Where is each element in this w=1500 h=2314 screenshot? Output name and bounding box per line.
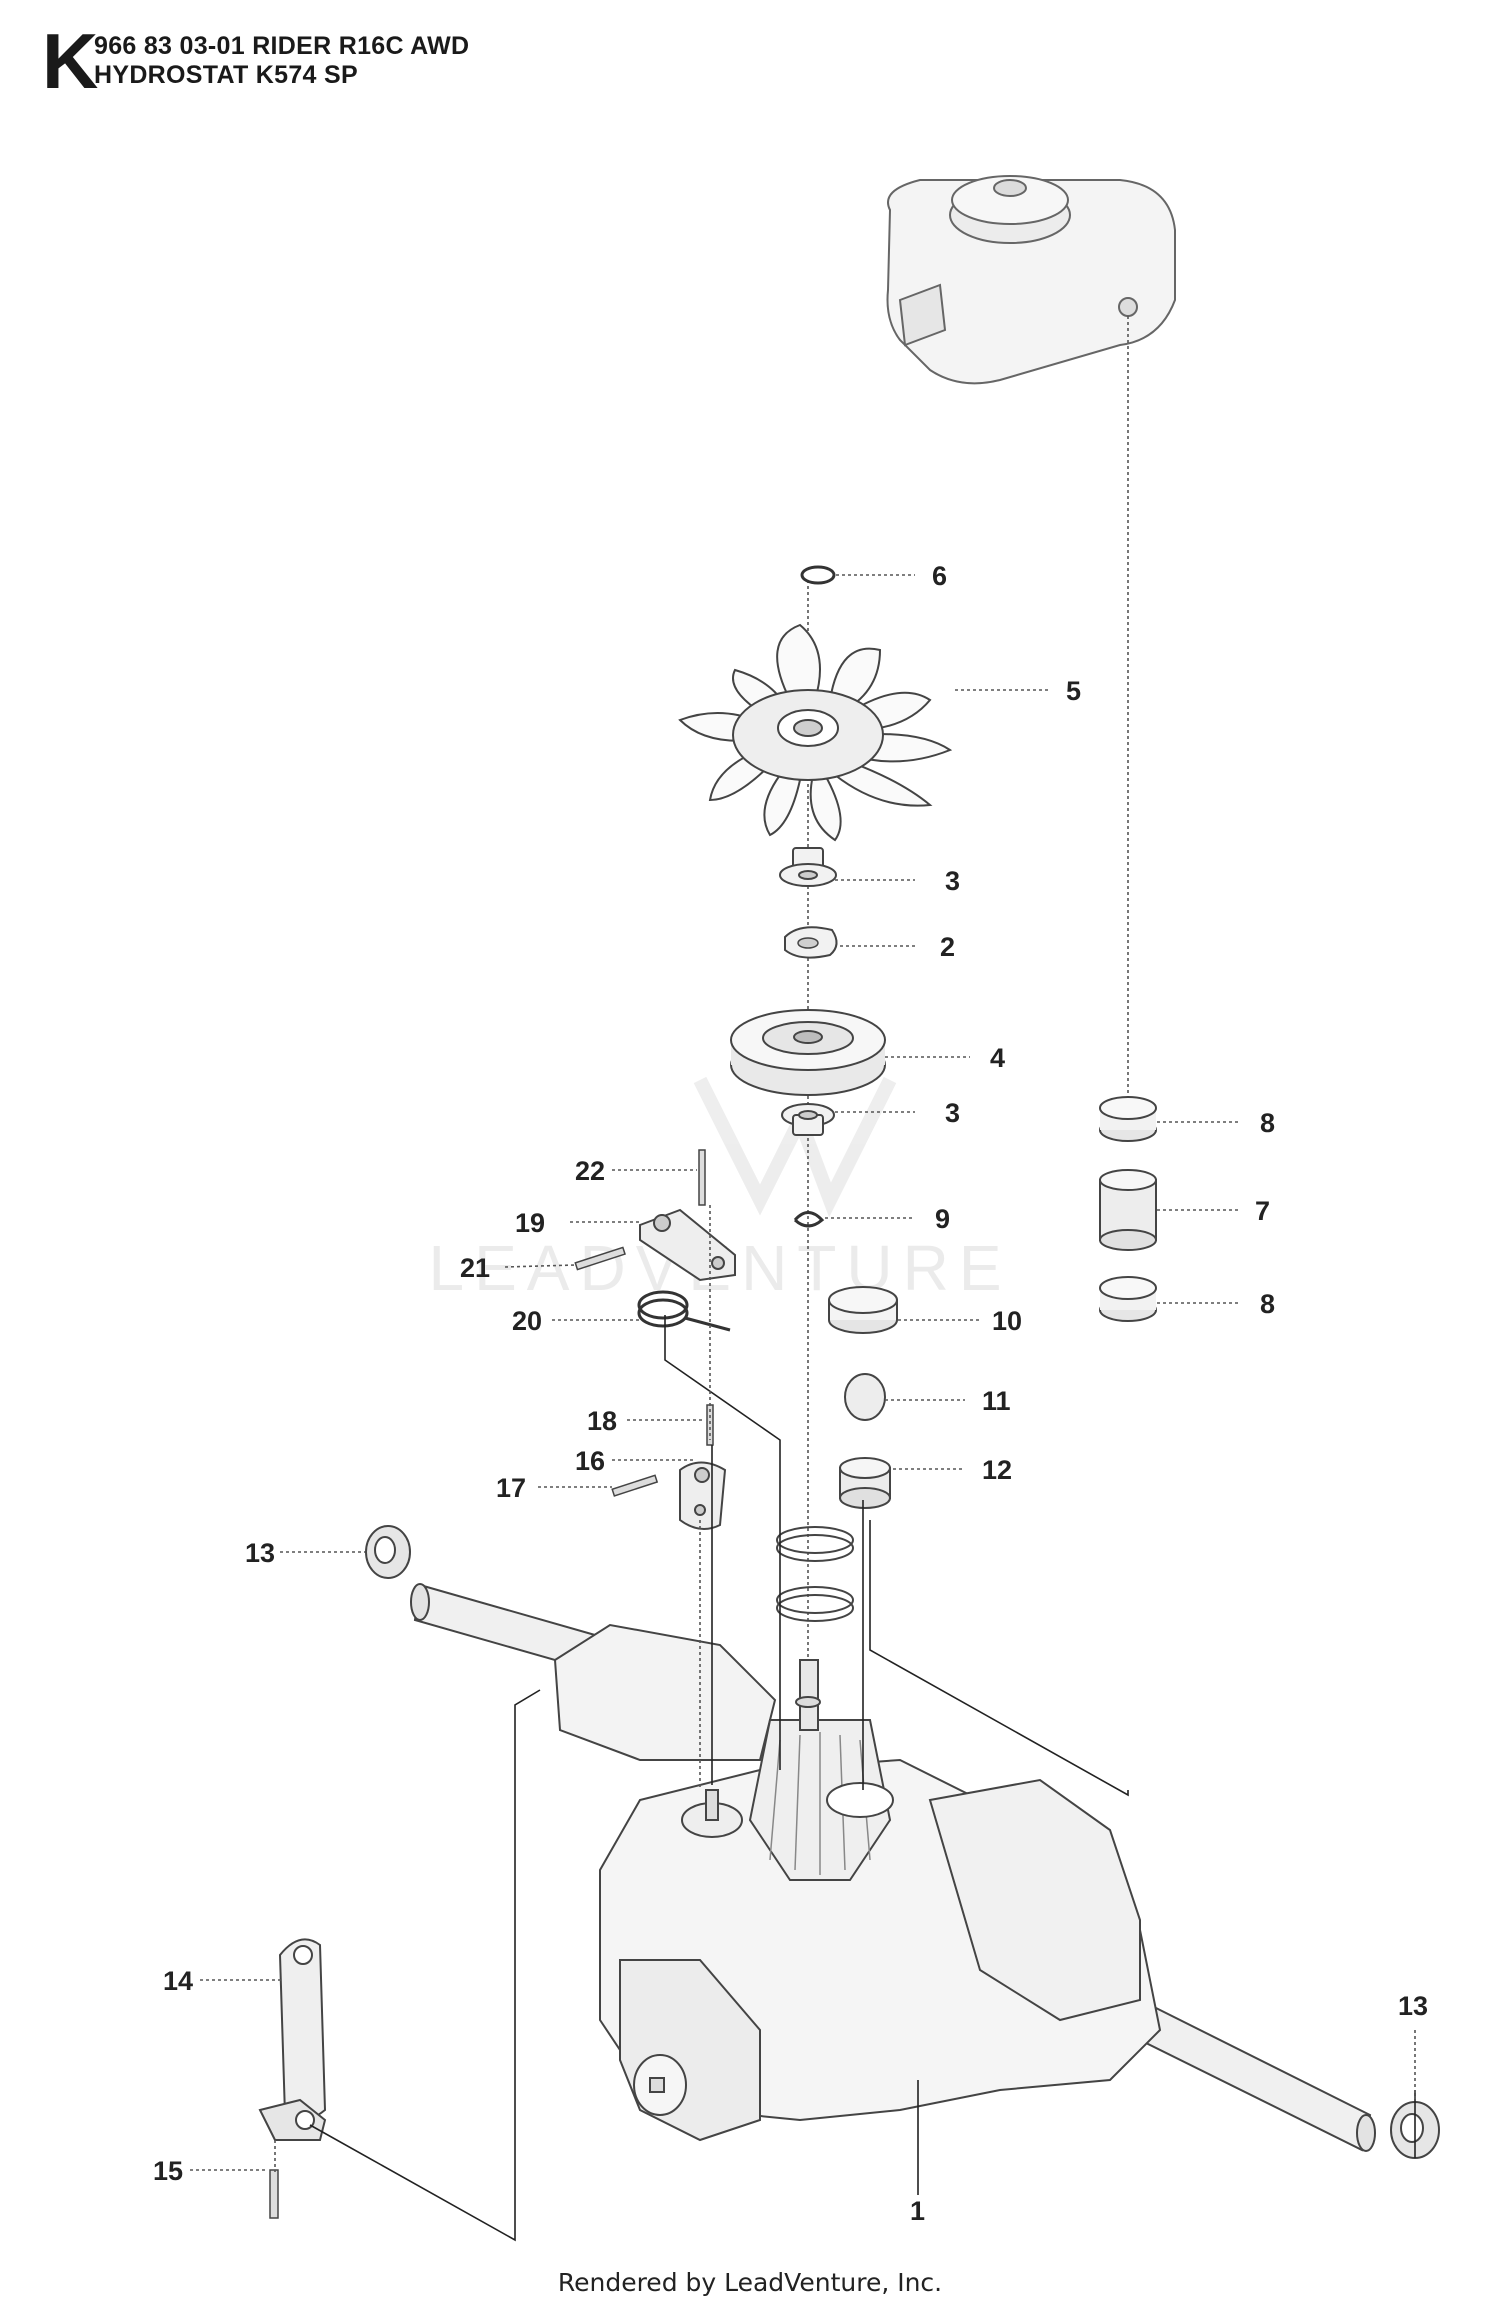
- callout-11: 11: [982, 1386, 1011, 1416]
- callout-10: 10: [992, 1306, 1022, 1336]
- part-9-e-clip: [793, 1211, 825, 1228]
- model-title: 966 83 03-01 RIDER R16C AWD: [94, 32, 470, 60]
- callout-16: 16: [575, 1446, 605, 1476]
- callout-13-left: 13: [245, 1538, 275, 1568]
- callout-8-lower: 8: [1260, 1289, 1275, 1319]
- leader-lines: [190, 574, 1416, 2171]
- callout-17: 17: [496, 1473, 526, 1503]
- callout-6: 6: [932, 561, 947, 591]
- callout-9: 9: [935, 1204, 950, 1234]
- callout-18: 18: [587, 1406, 617, 1436]
- callout-7: 7: [1255, 1196, 1270, 1226]
- part-17-pin: [611, 1474, 659, 1497]
- footer-credit: Rendered by LeadVenture, Inc.: [557, 2268, 943, 2297]
- part-14-control-arm: [258, 1938, 327, 2141]
- callout-3-lower: 3: [945, 1098, 960, 1128]
- callout-19: 19: [515, 1208, 545, 1238]
- callout-4: 4: [990, 1043, 1005, 1073]
- assembly-guide-lines: [309, 1315, 1416, 2242]
- callout-14: 14: [163, 1966, 193, 1996]
- part-5-cooling-fan: [678, 623, 953, 842]
- part-20-spring: [637, 1290, 731, 1332]
- callout-20: 20: [512, 1306, 542, 1336]
- callout-3-upper: 3: [945, 866, 960, 896]
- part-7-hose-sleeve: [1099, 1169, 1157, 1251]
- part-3-nut-upper: [779, 847, 837, 887]
- oil-reservoir: [886, 175, 1176, 385]
- assembly-dashed-lines: [274, 1205, 711, 2172]
- callout-15: 15: [153, 2156, 183, 2186]
- callout-21: 21: [460, 1253, 490, 1283]
- part-4-pulley: [730, 1009, 886, 1096]
- part-21-pin: [574, 1246, 626, 1271]
- hose-route-line: [869, 1520, 1129, 1797]
- callout-2: 2: [940, 932, 955, 962]
- callout-1: 1: [910, 2196, 925, 2226]
- part-2-washer: [784, 926, 838, 959]
- part-22-pin: [698, 1149, 706, 1206]
- part-6-retaining-ring: [800, 565, 836, 585]
- part-8-hose-clamp-lower: [1099, 1276, 1157, 1322]
- section-letter: K: [42, 17, 99, 105]
- part-12-bushing: [839, 1457, 891, 1509]
- part-8-hose-clamp-upper: [1099, 1096, 1157, 1142]
- callout-5: 5: [1066, 676, 1081, 706]
- part-3-nut-lower: [781, 1103, 835, 1136]
- callout-22: 22: [575, 1156, 605, 1186]
- part-15-pin: [269, 2169, 279, 2219]
- part-19-control-lever: [639, 1208, 736, 1282]
- callout-labels: 6 5 3 2 4 3 9 22 19 21 20 10 11 18 16 17…: [153, 561, 1428, 2226]
- part-13-axle-seal-left: [365, 1525, 411, 1579]
- assembly-title: HYDROSTAT K574 SP: [94, 61, 358, 89]
- part-1-hydrostatic-transaxle: [410, 1526, 1376, 2152]
- part-16-lever: [679, 1461, 727, 1530]
- part-11-disc: [844, 1373, 886, 1421]
- part-10-cap: [828, 1286, 898, 1334]
- callout-8-upper: 8: [1260, 1108, 1275, 1138]
- callout-13-right: 13: [1398, 1991, 1428, 2021]
- callout-12: 12: [982, 1455, 1012, 1485]
